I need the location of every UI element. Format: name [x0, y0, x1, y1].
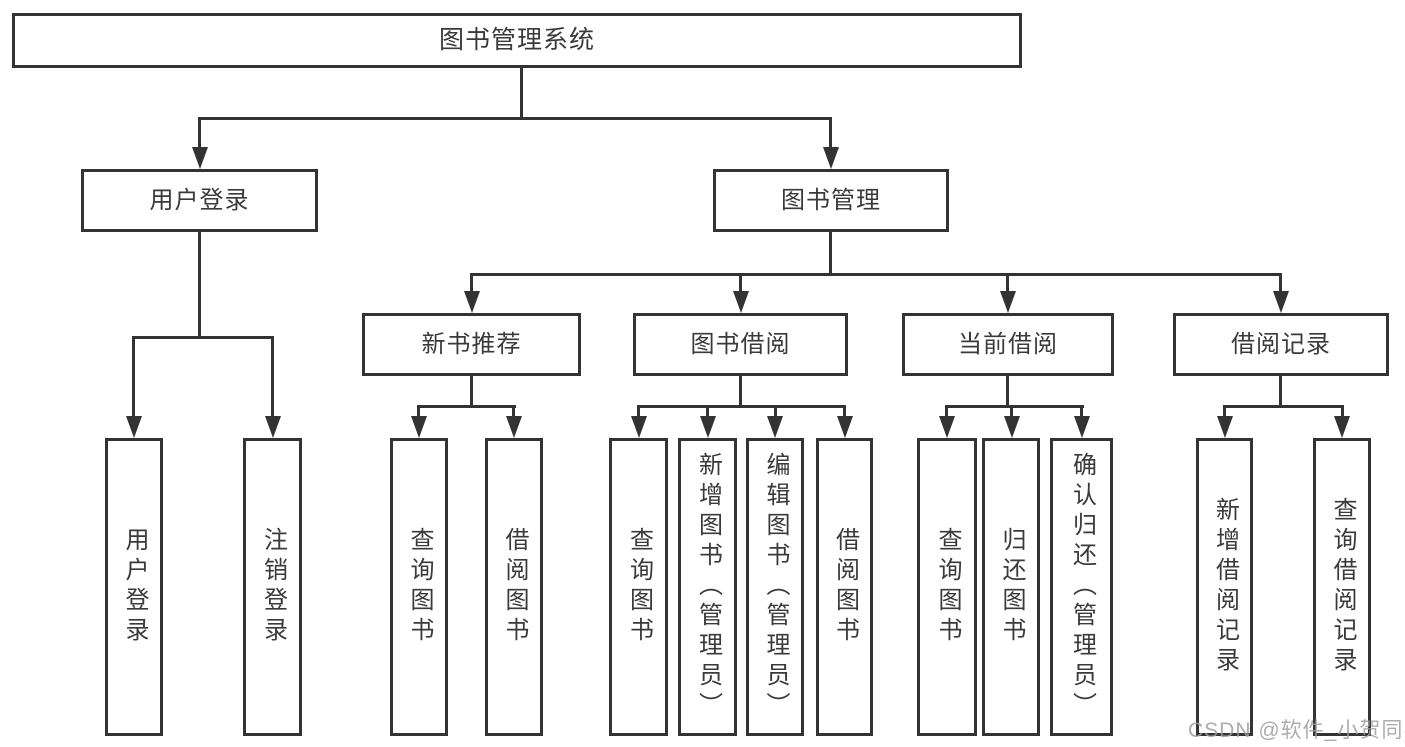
connector-line	[512, 405, 515, 418]
connector-line	[417, 405, 420, 418]
node-borrow-record: 借阅记录	[1173, 313, 1389, 376]
arrowhead-icon	[192, 147, 208, 169]
connector-line	[945, 405, 948, 418]
connector-line	[132, 336, 274, 339]
connector-line	[739, 273, 742, 293]
connector-line	[637, 405, 846, 408]
connector-line	[1279, 376, 1282, 407]
connector-line	[198, 117, 832, 120]
connector-line	[1080, 405, 1083, 418]
node-root-system-label: 图书管理系统	[438, 26, 595, 54]
node-current-borrow: 当前借阅	[902, 313, 1114, 376]
leaf-query-book-recommend-label: 查询图书	[406, 527, 433, 647]
connector-line	[829, 117, 832, 149]
arrowhead-icon	[939, 416, 955, 438]
leaf-borrow-book: 借阅图书	[816, 438, 873, 736]
arrowhead-icon	[823, 147, 839, 169]
connector-line	[1006, 376, 1009, 407]
leaf-logout: 注销登录	[243, 438, 302, 736]
node-book-borrow: 图书借阅	[633, 313, 848, 376]
node-user-login: 用户登录	[81, 169, 318, 232]
arrowhead-icon	[733, 291, 749, 313]
arrowhead-icon	[767, 416, 783, 438]
connector-line	[198, 117, 201, 149]
arrowhead-icon	[265, 416, 281, 438]
connector-line	[1223, 405, 1344, 408]
connector-line	[739, 376, 742, 407]
leaf-borrow-book-label: 借阅图书	[831, 527, 859, 647]
connector-line	[1010, 405, 1013, 418]
leaf-user-login-label: 用户登录	[121, 527, 148, 647]
connector-line	[1006, 273, 1009, 293]
arrowhead-icon	[1334, 416, 1350, 438]
node-current-borrow-label: 当前借阅	[958, 330, 1058, 358]
node-new-book-recommend-label: 新书推荐	[421, 330, 522, 358]
leaf-add-book-admin: 新增图书（管理员）	[678, 438, 737, 736]
node-book-management: 图书管理	[713, 169, 949, 232]
leaf-query-book-borrow: 查询图书	[609, 438, 668, 736]
node-borrow-record-label: 借阅记录	[1231, 330, 1331, 358]
arrowhead-icon	[126, 416, 142, 438]
node-book-management-label: 图书管理	[781, 186, 881, 214]
node-book-borrow-label: 图书借阅	[690, 330, 791, 358]
node-root-system: 图书管理系统	[12, 13, 1022, 68]
leaf-add-borrow-record: 新增借阅记录	[1196, 438, 1253, 736]
arrowhead-icon	[700, 416, 716, 438]
connector-line	[1341, 405, 1344, 418]
leaf-query-book-borrow-label: 查询图书	[625, 527, 653, 647]
arrowhead-icon	[1217, 416, 1233, 438]
connector-line	[271, 336, 274, 417]
connector-line	[417, 405, 516, 408]
connector-line	[1279, 273, 1282, 293]
leaf-query-book-current-label: 查询图书	[934, 527, 961, 647]
connector-line	[198, 232, 201, 338]
leaf-add-borrow-record-label: 新增借阅记录	[1211, 497, 1239, 677]
connector-line	[520, 68, 523, 118]
arrowhead-icon	[1004, 416, 1020, 438]
connector-line	[774, 405, 777, 418]
connector-line	[843, 405, 846, 418]
connector-line	[945, 405, 1084, 408]
arrowhead-icon	[464, 291, 480, 313]
arrowhead-icon	[1273, 291, 1289, 313]
connector-line	[829, 232, 832, 275]
connector-line	[637, 405, 640, 418]
leaf-borrow-book-recommend-label: 借阅图书	[501, 527, 528, 647]
arrowhead-icon	[631, 416, 647, 438]
connector-line	[132, 336, 135, 417]
leaf-user-login: 用户登录	[105, 438, 163, 736]
arrowhead-icon	[411, 416, 427, 438]
leaf-borrow-book-recommend: 借阅图书	[485, 438, 543, 736]
leaf-add-book-admin-label: 新增图书（管理员）	[694, 452, 722, 722]
leaf-logout-label: 注销登录	[259, 527, 287, 647]
leaf-query-book-current: 查询图书	[917, 438, 977, 736]
leaf-edit-book-admin-label: 编辑图书（管理员）	[762, 452, 789, 722]
arrowhead-icon	[1074, 416, 1090, 438]
node-new-book-recommend: 新书推荐	[362, 313, 581, 376]
node-user-login-label: 用户登录	[149, 186, 250, 214]
leaf-return-book-label: 归还图书	[998, 527, 1025, 647]
leaf-confirm-return-admin-label: 确认归还（管理员）	[1068, 452, 1096, 722]
arrowhead-icon	[506, 416, 522, 438]
leaf-query-borrow-record-label: 查询借阅记录	[1329, 497, 1356, 677]
connector-line	[470, 273, 1282, 276]
leaf-query-book-recommend: 查询图书	[390, 438, 448, 736]
arrowhead-icon	[1000, 291, 1016, 313]
leaf-query-borrow-record: 查询借阅记录	[1313, 438, 1371, 736]
csdn-watermark: CSDN @软件_小贺同学	[1188, 719, 1405, 742]
connector-line	[706, 405, 709, 418]
connector-line	[470, 273, 473, 293]
connector-line	[1223, 405, 1226, 418]
connector-line	[470, 376, 473, 407]
leaf-confirm-return-admin: 确认归还（管理员）	[1050, 438, 1113, 736]
leaf-edit-book-admin: 编辑图书（管理员）	[746, 438, 804, 736]
leaf-return-book: 归还图书	[982, 438, 1040, 736]
arrowhead-icon	[837, 416, 853, 438]
